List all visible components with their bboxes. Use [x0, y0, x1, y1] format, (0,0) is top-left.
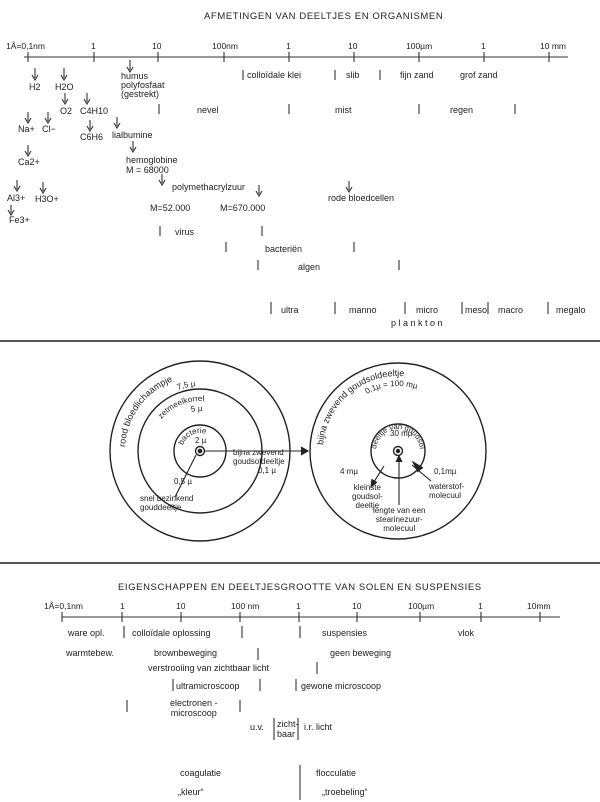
label-polymethacrylzuur: polymethacrylzuur [172, 182, 246, 192]
tick-label: 1 [91, 41, 96, 51]
label-gewone-microscoop: gewone microscoop [301, 681, 382, 691]
panel1-title: AFMETINGEN VAN DEELTJES EN ORGANISMEN [204, 11, 444, 22]
label-grof-zand: grof zand [460, 70, 498, 80]
label-4mu: 4 mµ [340, 467, 358, 476]
circle-arrows [174, 446, 432, 505]
separator-top [0, 340, 600, 342]
label-vlok: vlok [458, 628, 475, 638]
right-inner-circle [370, 423, 426, 479]
label-electronen-microscoop: electronen - microscoop [170, 698, 218, 718]
label-colloidale-oplossing: colloïdale oplossing [132, 628, 211, 638]
label-plankton: p l a n k t o n [391, 318, 443, 328]
tick-label: 10mm [527, 601, 551, 611]
left-inner-size: 2 µ [195, 436, 207, 445]
tick-label: 10 [176, 601, 186, 611]
label-micro: micro [416, 305, 438, 315]
tick-label: 10 [348, 41, 358, 51]
label-uv: u.v. [250, 722, 264, 732]
label-ultra: ultra [281, 305, 299, 315]
label-kleur: „kleur“ [178, 787, 204, 797]
label-regen: regen [450, 105, 474, 115]
tick-label: 1 [296, 601, 301, 611]
label-snel-bezinkend: snel bezinkend gouddeeltje [140, 494, 194, 512]
label-suspensies: suspensies [322, 628, 368, 638]
label-ware-opl: ware opl. [68, 628, 105, 638]
panel3-range-marks [123, 626, 318, 800]
label-kleinste: kleinste goudsol- deeltje [352, 483, 383, 510]
molecule-h2o: H2O [55, 82, 74, 92]
molecule-cl: Cl− [42, 124, 56, 134]
label-rode-bloedcellen: rode bloedcellen [328, 193, 395, 203]
label-colloidale-klei: colloïdale klei [247, 70, 302, 80]
label-ultramicroscoop: ultramicroscoop [176, 681, 240, 691]
molecule-c6h6: C6H6 [80, 132, 104, 142]
label-algen: algen [298, 262, 321, 272]
panel3-title: EIGENSCHAPPEN EN DEELTJESGROOTTE VAN SOL… [118, 582, 482, 593]
label-virus: virus [175, 227, 195, 237]
label-flocculatie: flocculatie [316, 768, 357, 778]
right-outer-circle [309, 362, 487, 540]
label-warmtebew: warmtebew. [66, 648, 115, 658]
tick-label: 1 [481, 41, 486, 51]
tick-label: 1Å=0,1nm [6, 41, 45, 51]
label-humus: humus polyfosfaat (gestrekt) [121, 71, 165, 99]
tick-label: 1 [478, 601, 483, 611]
molecule-c4h10: C4H10 [80, 106, 109, 116]
label-mist: mist [335, 105, 352, 115]
molecule-o2: O2 [60, 106, 73, 116]
molecule-arrows [7, 60, 353, 217]
separator-bottom [0, 562, 600, 564]
label-zichtbaar: zicht- baar [277, 719, 299, 739]
label-bijna-size: 0,1 µ [258, 466, 276, 475]
tick-label: 10 [152, 41, 162, 51]
label-troebeling: „troebeling“ [322, 787, 368, 797]
label-fijn-zand: fijn zand [400, 70, 434, 80]
label-manno: manno [349, 305, 377, 315]
label-waterstof: waterstof- molecuul [429, 482, 465, 500]
label-m670000: M=670.000 [220, 203, 266, 213]
tick-label: 10 [352, 601, 362, 611]
molecule-al: Al3+ [7, 193, 26, 203]
label-lengte: lengte van een stearinezuur- molecuul [373, 506, 426, 533]
label-hemoglobine: hemoglobine M = 68000 [126, 155, 178, 175]
tick-label: 10 mm [540, 41, 566, 51]
label-verstrooiing: verstrooiing van zichtbaar licht [148, 663, 270, 673]
label-brownbeweging: brownbeweging [154, 648, 218, 658]
left-outer-size: 7,5 µ [176, 379, 196, 392]
label-ir-licht: i.r. licht [304, 722, 333, 732]
tick-label: 1 [120, 601, 125, 611]
left-middle-size: 5 µ [190, 404, 203, 414]
label-macro: macro [498, 305, 524, 315]
tick-label: 100µm [406, 41, 433, 51]
molecule-na: Na+ [18, 124, 35, 134]
molecule-h2: H2 [29, 82, 41, 92]
label-megalo: megalo [556, 305, 586, 315]
tick-label: 100nm [212, 41, 238, 51]
label-slib: slib [346, 70, 360, 80]
label-geen-beweging: geen beweging [330, 648, 392, 658]
panel1-range-marks [158, 70, 549, 314]
left-small-size: 0,5 µ [174, 477, 192, 486]
left-outer-label: rood bloedlichaampje [117, 374, 173, 447]
molecule-fe: Fe3+ [9, 215, 30, 225]
molecule-ca: Ca2+ [18, 157, 40, 167]
label-lialbumine: lialbumine [112, 130, 153, 140]
label-bacterien: bacteriën [265, 244, 303, 254]
molecule-h3o: H3O+ [35, 194, 59, 204]
label-coagulatie: coagulatie [180, 768, 222, 778]
label-01mu: 0,1mµ [434, 467, 457, 476]
label-m52000: M=52.000 [150, 203, 191, 213]
tick-label: 100µm [408, 601, 435, 611]
label-meso: meso [465, 305, 488, 315]
right-inner-size: 30 mµ [390, 429, 413, 438]
label-bijna-zwevend: bijna zwevend goudsoldeeltje [233, 448, 285, 466]
tick-label: 1 [286, 41, 291, 51]
tick-label: 100 nm [231, 601, 260, 611]
label-nevel: nevel [197, 105, 219, 115]
tick-label: 1Å=0,1nm [44, 601, 83, 611]
